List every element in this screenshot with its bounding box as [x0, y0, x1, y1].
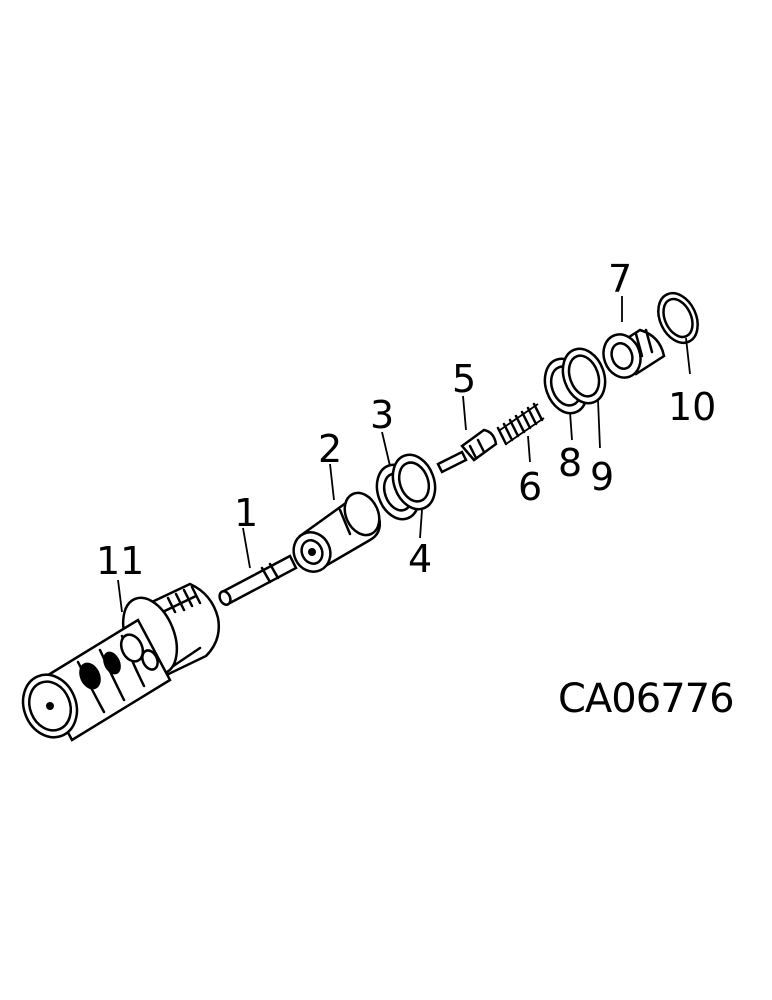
part-1-pin: [218, 554, 298, 606]
part-10-o-ring: [657, 291, 699, 345]
callout-5: 5: [452, 357, 476, 401]
callout-10: 10: [668, 385, 716, 429]
part-7-plug: [602, 328, 666, 379]
callout-11: 11: [96, 539, 144, 583]
callout-6: 6: [518, 465, 542, 509]
part-4-backup-ring: [391, 453, 437, 511]
callout-7: 7: [608, 257, 632, 301]
callout-9: 9: [590, 455, 614, 499]
callout-3: 3: [370, 393, 394, 437]
callout-8: 8: [558, 441, 582, 485]
part-6-spring: [496, 402, 545, 446]
leader-lines: [117, 296, 691, 613]
callout-labels: 11 1 2 3 4 5 6 7 8 9 10: [96, 257, 716, 583]
reference-code: CA06776: [558, 676, 734, 722]
callout-4: 4: [408, 537, 432, 581]
part-9-ring: [561, 347, 607, 405]
callout-1: 1: [234, 491, 258, 535]
part-5-poppet: [436, 428, 498, 474]
callout-2: 2: [318, 427, 342, 471]
part-2-sleeve: [292, 491, 381, 573]
part-11-valve-body: [21, 582, 220, 742]
